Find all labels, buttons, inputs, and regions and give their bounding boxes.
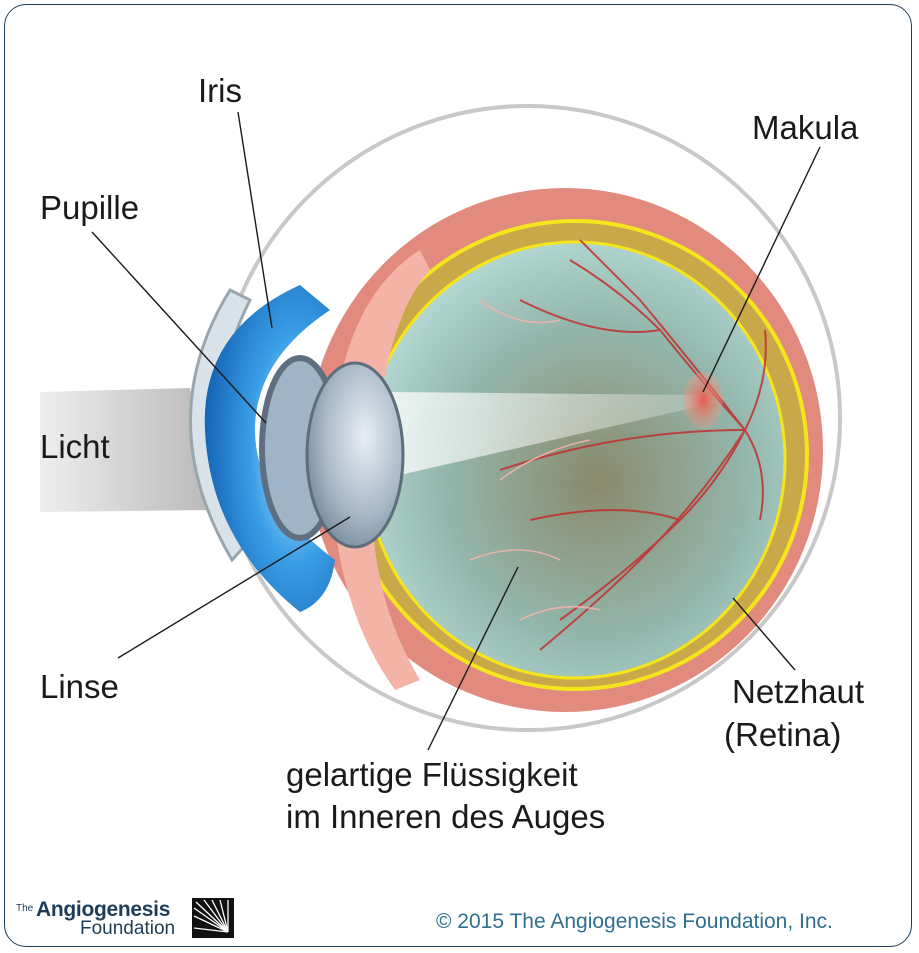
label-retina: (Retina) xyxy=(724,714,841,756)
label-licht: Licht xyxy=(40,426,110,468)
macula xyxy=(683,372,723,428)
label-netzhaut: Netzhaut xyxy=(732,671,864,713)
label-linse: Linse xyxy=(40,666,119,708)
copyright-text: © 2015 The Angiogenesis Foundation, Inc. xyxy=(436,910,833,934)
label-gel-line1: gelartige Flüssigkeit xyxy=(286,754,578,796)
logo-the: The xyxy=(16,903,33,914)
angiogenesis-logo: The Angiogenesis Foundation xyxy=(16,900,226,940)
label-iris: Iris xyxy=(198,70,242,112)
label-makula: Makula xyxy=(752,107,858,149)
label-pupille: Pupille xyxy=(40,187,139,229)
logo-starburst-icon xyxy=(192,898,234,938)
lens xyxy=(307,363,403,547)
logo-foundation: Foundation xyxy=(80,918,175,940)
label-gel-line2: im Inneren des Auges xyxy=(286,796,605,838)
